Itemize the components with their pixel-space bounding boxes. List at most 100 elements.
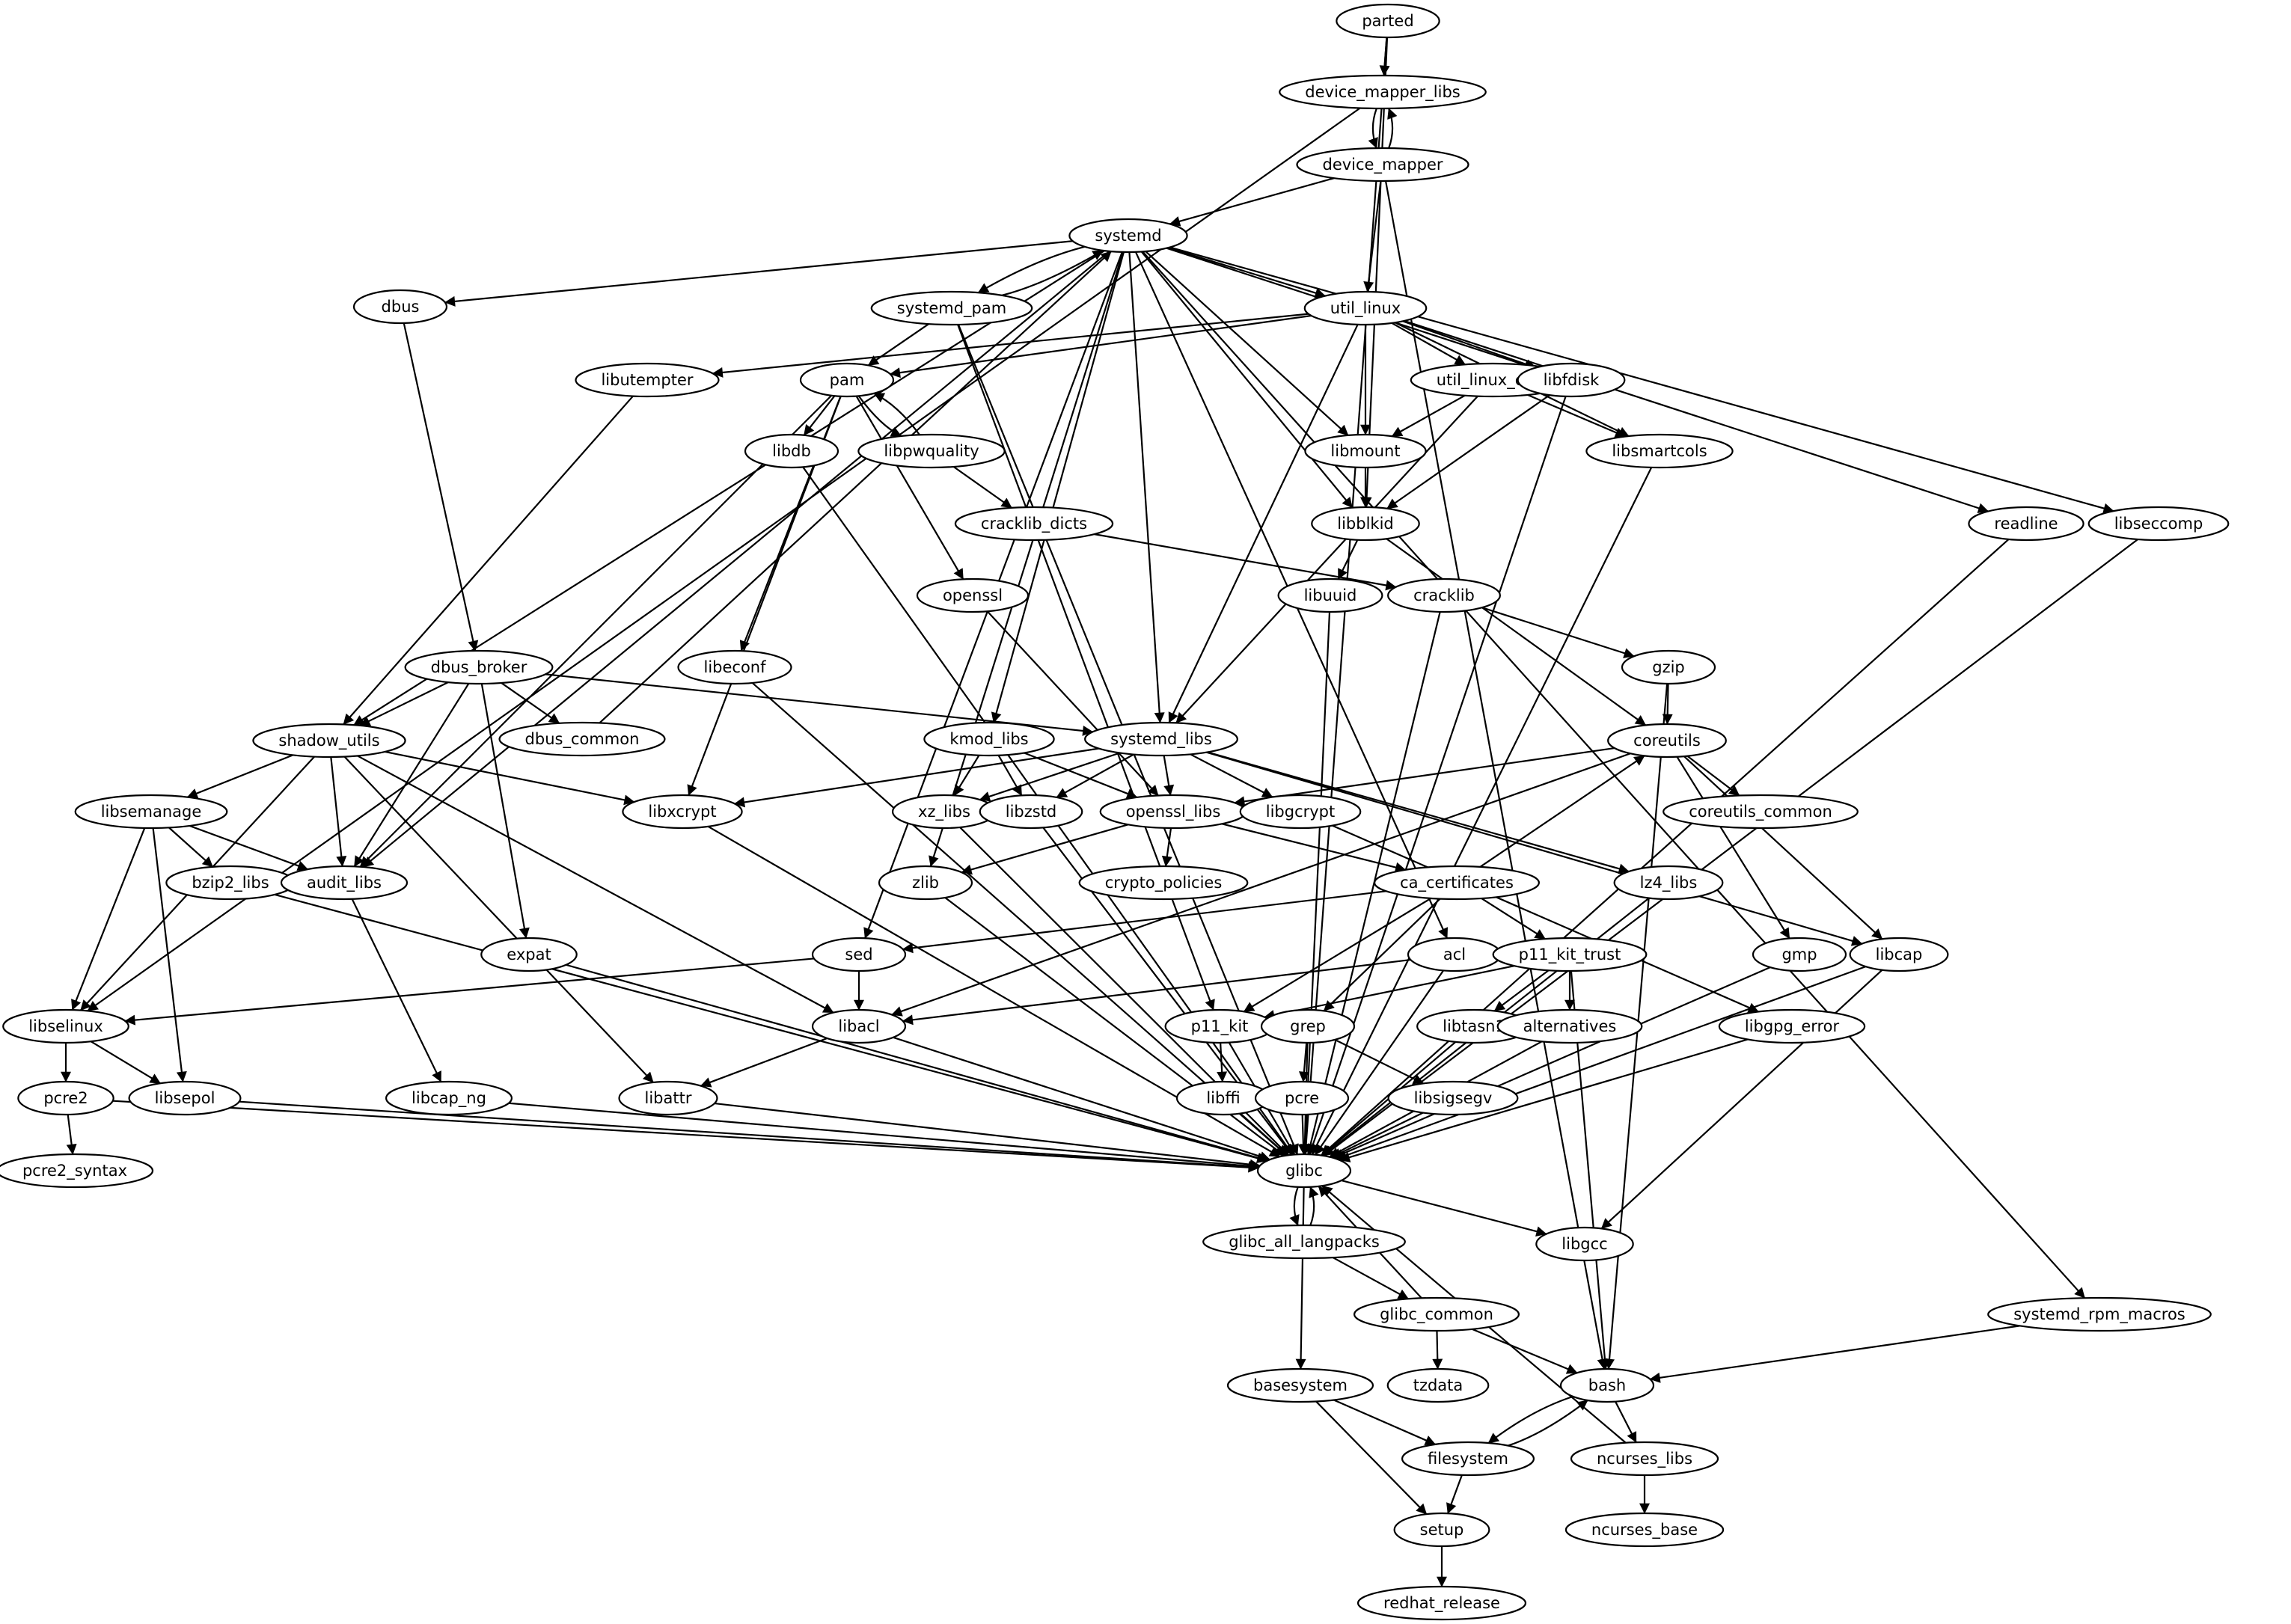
- node-ellipse: [252, 723, 406, 759]
- edge-path: [891, 753, 1631, 1017]
- node-label: libzstd: [1006, 803, 1057, 821]
- edge-path: [734, 747, 1099, 808]
- node-label: parted: [1362, 12, 1413, 30]
- edge-path: [186, 754, 293, 799]
- node-p11-kit-trust: p11_kit_trust: [1492, 937, 1648, 972]
- node-ellipse: [923, 721, 1055, 757]
- edge-libattr-to-glibc: [714, 1102, 1261, 1170]
- node-label: libxcrypt: [648, 803, 716, 821]
- node-label: coreutils: [1633, 732, 1701, 750]
- node-shadow-utils: shadow_utils: [252, 723, 406, 759]
- node-xz-libs: xz_libs: [891, 794, 997, 830]
- edge-path: [1289, 1186, 1300, 1226]
- node-label: libseccomp: [2114, 515, 2203, 533]
- node-libgcrypt: libgcrypt: [1239, 794, 1362, 830]
- edge-path: [1161, 827, 1172, 867]
- edge-bash-to-ncurses-libs: [1615, 1401, 1637, 1443]
- edge-path: [1649, 1325, 2020, 1383]
- edge-path: [1508, 1400, 1588, 1447]
- edge-systemd-libs-to-xz-libs: [979, 752, 1121, 802]
- node-ellipse: [1254, 1080, 1350, 1116]
- node-glibc-all-langpacks: glibc_all_langpacks: [1202, 1224, 1406, 1260]
- node-tzdata: tzdata: [1386, 1367, 1490, 1403]
- edge-path: [1169, 177, 1335, 227]
- node-ellipse: [1239, 794, 1362, 830]
- edge-systemd-to-systemd-rpm-macros: [1142, 251, 2086, 1299]
- edge-p11-kit-trust-to-libtasn1: [1493, 969, 1550, 1012]
- edge-path: [1472, 1328, 1578, 1374]
- edge-path: [1487, 1395, 1573, 1444]
- edge-coreutils-to-gmp: [1676, 756, 1790, 940]
- node-bzip2-libs: bzip2_libs: [165, 865, 296, 901]
- edge-libuuid-to-glibc: [1300, 611, 1331, 1155]
- node-ellipse: [1492, 937, 1648, 972]
- node-systemd-pam: systemd_pam: [870, 290, 1033, 326]
- edge-gmp-to-glibc: [1333, 966, 1771, 1159]
- node-ellipse: [385, 1080, 513, 1116]
- edge-p11-kit-to-libffi: [1217, 1042, 1228, 1082]
- edge-path: [1339, 1038, 1749, 1162]
- edge-path: [1386, 538, 1647, 726]
- edge-path: [71, 827, 146, 1011]
- node-ellipse: [954, 506, 1114, 542]
- edge-path: [239, 1100, 1259, 1173]
- node-label: libmount: [1330, 442, 1400, 460]
- edge-path: [1615, 1401, 1637, 1443]
- edge-cracklib-to-gzip: [1481, 607, 1635, 658]
- node-label: libcap: [1876, 946, 1923, 963]
- edge-util-linux-to-readline: [1404, 319, 1989, 514]
- node-libcap-ng: libcap_ng: [385, 1080, 513, 1116]
- node-label: libtasn1: [1443, 1017, 1505, 1035]
- node-label: gzip: [1652, 658, 1685, 676]
- edge-glibc-common-to-bash: [1472, 1328, 1578, 1374]
- node-libutempter: libutempter: [575, 362, 720, 398]
- node-label: p11_kit: [1191, 1017, 1249, 1036]
- edge-sed-to-libselinux: [124, 957, 815, 1026]
- node-label: ca_certificates: [1400, 874, 1514, 892]
- edge-filesystem-to-bash: [1508, 1400, 1588, 1447]
- edge-path: [712, 313, 1309, 378]
- edge-libutempter-to-shadow-utils: [343, 395, 634, 726]
- edge-path: [957, 324, 1215, 1011]
- edge-path: [953, 755, 980, 797]
- node-ellipse: [1535, 1226, 1634, 1262]
- node-label: libgcrypt: [1266, 803, 1336, 821]
- edge-path: [1332, 1257, 1409, 1300]
- edge-path: [986, 610, 1159, 797]
- node-label: device_mapper_libs: [1305, 83, 1460, 102]
- edge-path: [274, 893, 1268, 1164]
- edge-path: [343, 395, 634, 726]
- node-label: libuuid: [1304, 586, 1357, 604]
- edge-dbus-common-to-systemd: [599, 251, 1112, 724]
- node-ellipse: [979, 794, 1083, 830]
- edge-acl-to-glibc: [1314, 969, 1445, 1156]
- edge-bzip2-libs-to-glibc: [274, 893, 1268, 1164]
- node-label: libgpg_error: [1745, 1017, 1840, 1036]
- node-ellipse: [1752, 937, 1847, 972]
- edge-path: [1363, 180, 1382, 292]
- node-glibc-common: glibc_common: [1353, 1296, 1520, 1332]
- node-ellipse: [1068, 218, 1188, 254]
- edge-path: [1662, 683, 1673, 725]
- edge-path: [1309, 1186, 1319, 1226]
- edge-util-linux-core-to-systemd-libs: [1175, 395, 1478, 724]
- edge-libsemanage-to-libsepol: [152, 827, 187, 1082]
- edge-device-mapper-to-util-linux: [1363, 180, 1382, 292]
- node-expat: expat: [480, 937, 578, 972]
- edge-path: [1240, 1112, 1288, 1156]
- node-ellipse: [480, 937, 578, 972]
- edge-path: [1332, 824, 1759, 1013]
- edge-pam-to-openssl: [855, 395, 964, 580]
- edge-path: [90, 1041, 161, 1085]
- edge-path: [112, 1100, 1259, 1173]
- node-ellipse: [1296, 147, 1469, 183]
- node-label: grep: [1290, 1017, 1326, 1035]
- node-label: openssl_libs: [1126, 803, 1221, 821]
- node-glibc: glibc: [1256, 1153, 1352, 1189]
- edge-path: [480, 683, 530, 939]
- edge-systemd-to-systemd-libs: [1128, 251, 1165, 723]
- node-readline: readline: [1968, 506, 2084, 542]
- node-label: systemd_rpm_macros: [2013, 1305, 2186, 1324]
- node-label: setup: [1420, 1521, 1464, 1539]
